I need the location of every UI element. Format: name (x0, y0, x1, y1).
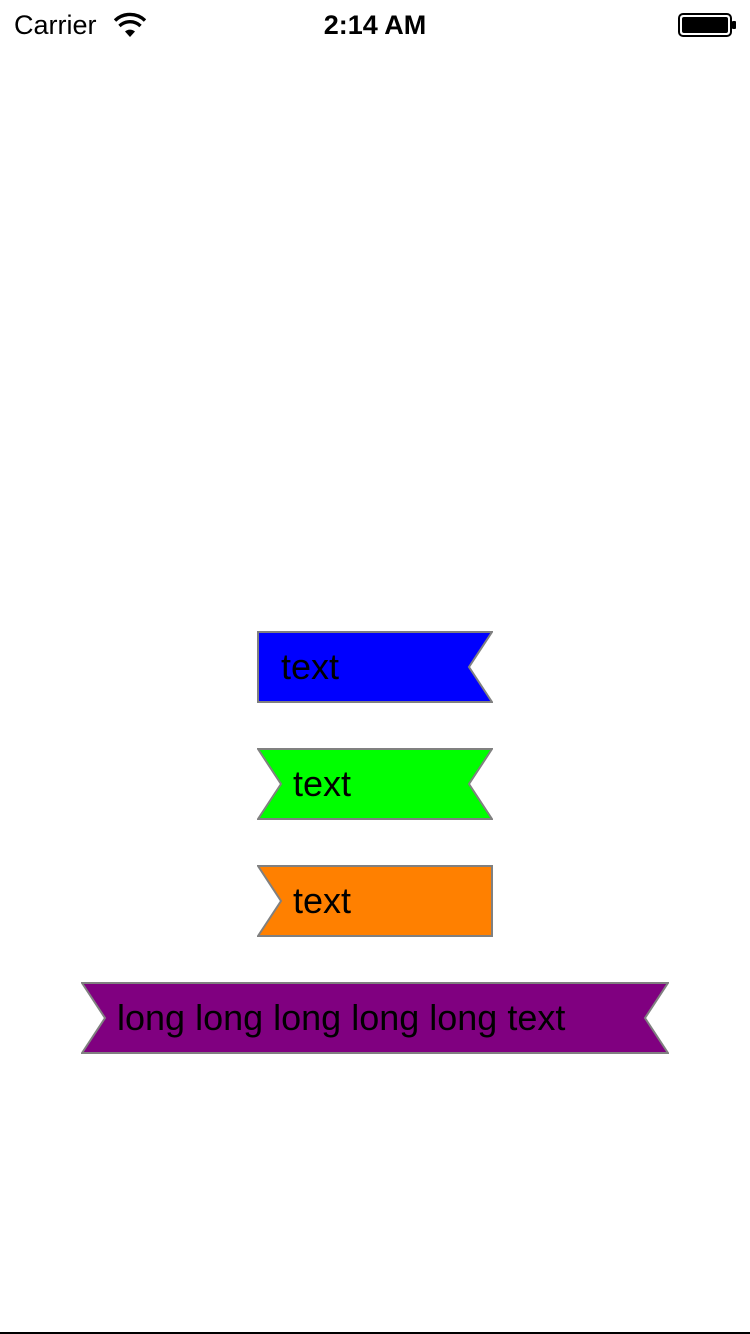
bottom-divider (0, 1332, 750, 1334)
ribbon-blue-shape (257, 631, 493, 703)
ribbon-green-shape (257, 748, 493, 820)
status-bar: Carrier 2:14 AM (0, 0, 750, 50)
carrier-label: Carrier (14, 10, 97, 40)
ribbon-orange-label: text (293, 880, 352, 921)
ribbon-purple-label: long long long long long text (117, 997, 566, 1038)
ribbon-blue-fill (257, 631, 493, 703)
ribbon-blue: text (257, 631, 493, 703)
ribbon-green-label: text (293, 763, 352, 804)
ribbon-green: text (257, 748, 493, 820)
battery-icon (678, 13, 738, 37)
ribbon-orange: text (257, 865, 493, 937)
ribbon-purple-fill (81, 982, 669, 1054)
ribbon-orange-shape (257, 865, 493, 937)
wifi-icon (113, 11, 147, 39)
ribbon-blue-label: text (281, 646, 340, 687)
ribbon-orange-fill (257, 865, 493, 937)
ribbon-green-fill (257, 748, 493, 820)
ribbon-purple: long long long long long text (81, 982, 669, 1054)
clock: 2:14 AM (323, 10, 427, 40)
ribbon-purple-shape (81, 982, 669, 1054)
